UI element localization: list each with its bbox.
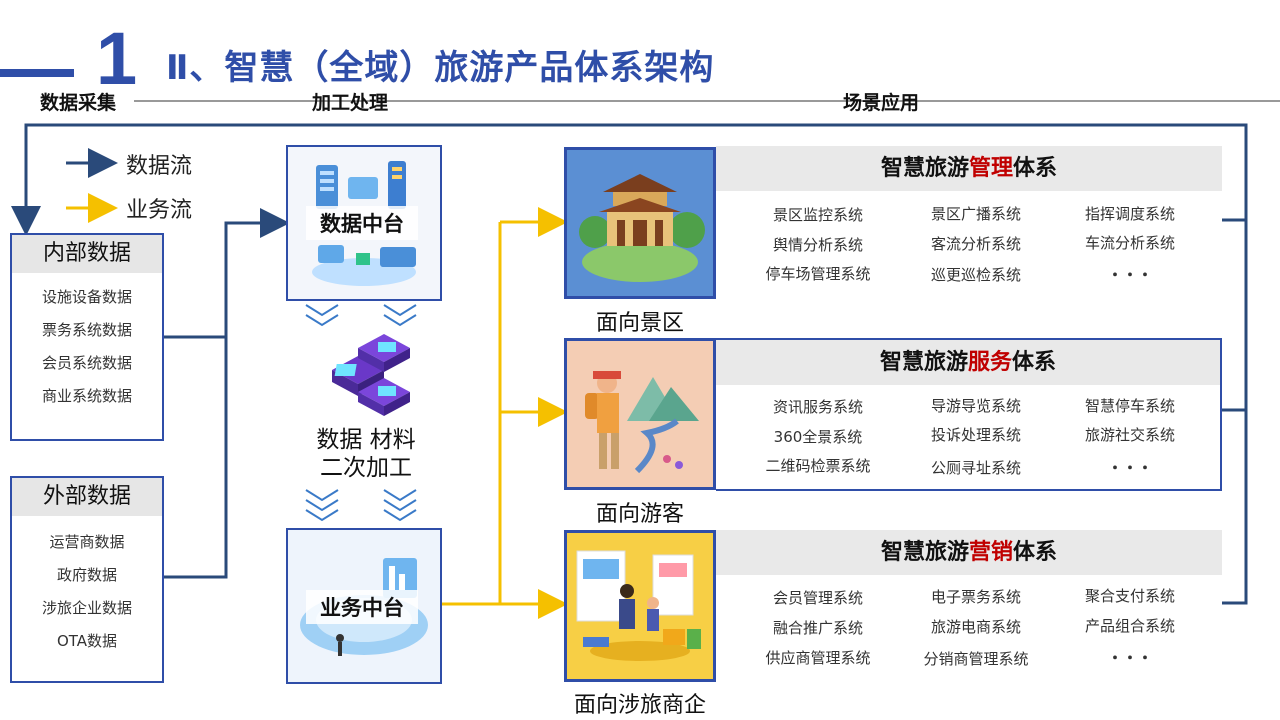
heading-suffix: 体系 <box>1013 540 1058 565</box>
scene-caption: 面向游客 <box>595 502 684 527</box>
system-item: 停车场管理系统 <box>765 265 871 283</box>
page-title: Ⅱ、智慧（全域）旅游产品体系架构 <box>166 48 715 88</box>
shop-icon <box>576 550 701 661</box>
process-text: 数据 材料 二次加工 <box>296 426 436 482</box>
internal-data-box: 内部数据 设施设备数据 票务系统数据 会员系统数据 商业系统数据 <box>10 233 164 441</box>
system-item: 导游导览系统 <box>930 397 1021 415</box>
internal-data-title: 内部数据 <box>12 235 162 273</box>
panel-heading: 智慧旅游管理体系 <box>716 146 1222 191</box>
marketing-system-panel: 智慧旅游营销体系 会员管理系统 电子票务系统 聚合支付系统 融合推广系统 旅游电… <box>716 530 1222 680</box>
external-item: OTA数据 <box>56 632 118 650</box>
heading-suffix: 体系 <box>1013 156 1058 181</box>
system-item: 产品组合系统 <box>1084 617 1175 635</box>
panel-heading: 智慧旅游营销体系 <box>716 530 1222 575</box>
system-item-more: ・・・ <box>1107 266 1153 284</box>
system-item-more: ・・・ <box>1107 649 1153 667</box>
system-item: 景区广播系统 <box>930 205 1021 223</box>
system-item: 舆情分析系统 <box>772 236 863 254</box>
legend-data-flow: 数据流 <box>126 154 193 179</box>
scenic-area-image <box>564 147 716 299</box>
tourist-image <box>564 338 716 490</box>
heading-prefix: 智慧旅游 <box>880 156 969 181</box>
stage-process: 加工处理 <box>312 92 389 114</box>
system-item: 旅游电商系统 <box>930 618 1021 636</box>
system-item: 供应商管理系统 <box>765 649 871 667</box>
system-item: 电子票务系统 <box>930 588 1021 606</box>
panel-heading: 智慧旅游服务体系 <box>716 340 1220 385</box>
heading-highlight: 管理 <box>968 156 1013 181</box>
system-item: 分销商管理系统 <box>923 650 1029 668</box>
temple-icon <box>579 174 705 282</box>
business-platform-label: 业务中台 <box>306 590 418 624</box>
heading-highlight: 营销 <box>968 540 1013 565</box>
external-data-title: 外部数据 <box>12 478 162 516</box>
system-item: 二维码检票系统 <box>765 457 871 475</box>
scene-caption: 面向涉旅商企 <box>573 693 706 718</box>
data-platform-label: 数据中台 <box>306 206 418 240</box>
system-item-more: ・・・ <box>1107 459 1153 477</box>
stage-collect: 数据采集 <box>40 92 117 114</box>
system-item: 投诉处理系统 <box>930 426 1021 444</box>
stage-apply: 场景应用 <box>843 92 920 114</box>
process-line-2: 二次加工 <box>320 455 412 481</box>
heading-prefix: 智慧旅游 <box>879 350 968 375</box>
service-system-panel: 智慧旅游服务体系 资讯服务系统 导游导览系统 智慧停车系统 360全景系统 投诉… <box>716 338 1222 491</box>
management-system-panel: 智慧旅游管理体系 景区监控系统 景区广播系统 指挥调度系统 舆情分析系统 客流分… <box>716 146 1222 296</box>
system-item: 融合推广系统 <box>772 619 863 637</box>
server-icon <box>312 161 416 286</box>
system-item: 巡更巡检系统 <box>930 266 1021 284</box>
system-item: 公厕寻址系统 <box>930 459 1021 477</box>
system-item: 车流分析系统 <box>1084 234 1175 252</box>
external-item: 政府数据 <box>56 566 117 584</box>
internal-item: 商业系统数据 <box>41 387 132 405</box>
system-item: 会员管理系统 <box>772 589 863 607</box>
system-item: 360全景系统 <box>773 428 863 446</box>
external-item: 涉旅企业数据 <box>41 599 132 617</box>
system-item: 聚合支付系统 <box>1084 587 1175 605</box>
tourist-icon <box>585 371 699 474</box>
internal-item: 票务系统数据 <box>41 321 132 339</box>
system-item: 资讯服务系统 <box>772 398 863 416</box>
system-item: 景区监控系统 <box>772 206 863 224</box>
heading-highlight: 服务 <box>967 350 1012 375</box>
scene-caption: 面向景区 <box>595 311 684 336</box>
heading-prefix: 智慧旅游 <box>880 540 969 565</box>
system-item: 智慧停车系统 <box>1084 397 1175 415</box>
heading-suffix: 体系 <box>1012 350 1057 375</box>
internal-item: 设施设备数据 <box>41 288 132 306</box>
external-item: 运营商数据 <box>49 533 125 551</box>
system-item: 客流分析系统 <box>930 235 1021 253</box>
chevron-down-icon <box>305 489 417 522</box>
process-line-1: 数据 材料 <box>316 427 416 453</box>
legend-business-flow: 业务流 <box>126 198 193 223</box>
business-image <box>564 530 716 682</box>
chip-icon <box>305 304 417 416</box>
system-item: 指挥调度系统 <box>1084 205 1175 223</box>
internal-item: 会员系统数据 <box>41 354 132 372</box>
external-data-box: 外部数据 运营商数据 政府数据 涉旅企业数据 OTA数据 <box>10 476 164 683</box>
system-item: 旅游社交系统 <box>1084 426 1175 444</box>
slide-number: 1 <box>96 17 138 100</box>
